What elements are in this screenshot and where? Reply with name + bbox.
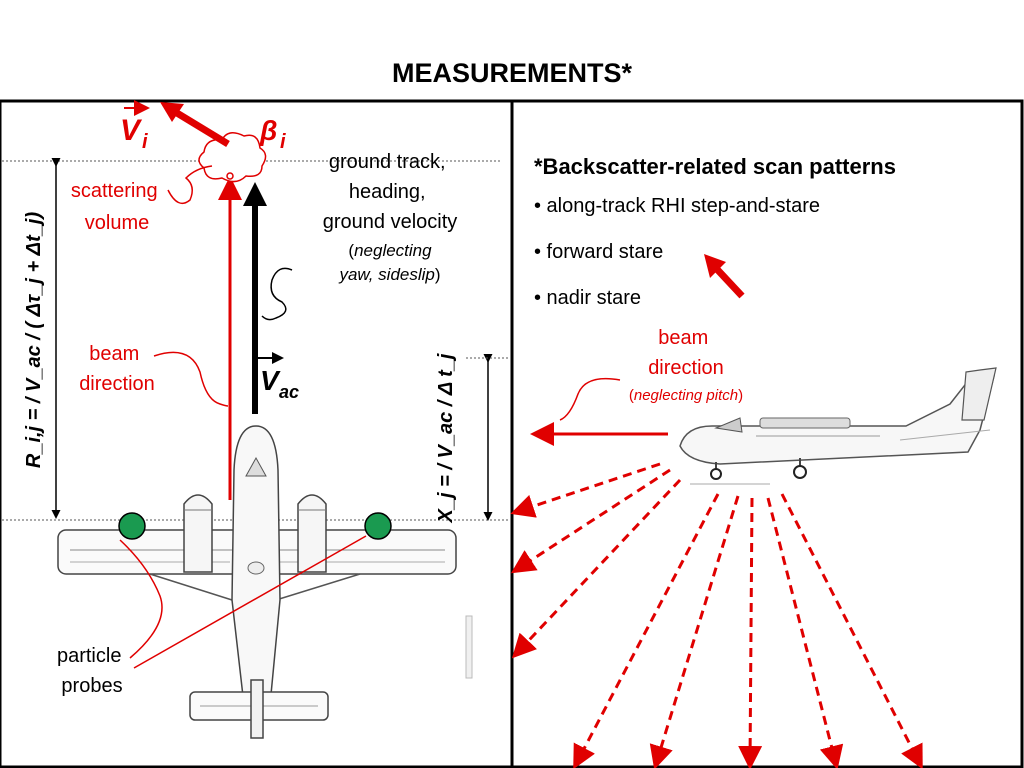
neglecting-pitch-label: (neglecting pitch) (629, 387, 743, 404)
neglecting-label: (neglecting (348, 241, 432, 260)
scattering-volume-label: scattering volume (71, 180, 163, 234)
scattering-leader-line (167, 165, 213, 205)
vac-label: V ac (258, 352, 299, 402)
ground-track-leader-line (261, 267, 293, 321)
particle-probes-label: particle probes (57, 645, 127, 697)
beam-direction-label: beam direction (79, 343, 155, 395)
slide-title: MEASUREMENTS* (391, 58, 633, 88)
svg-text:β: β (259, 115, 277, 146)
right-beam-direction-label: beam direction (648, 327, 724, 379)
scan-beams (510, 462, 923, 768)
probe-leader-right (133, 535, 367, 669)
right-particle-probe (364, 512, 392, 540)
left-particle-probe (118, 512, 146, 540)
svg-text:ac: ac (279, 382, 299, 402)
vi-arrow-head (160, 102, 184, 122)
scattering-volume-cloud (198, 132, 267, 183)
svg-text:i: i (142, 131, 148, 153)
bullet-rhi: • along-track RHI step-and-stare (534, 195, 821, 217)
scattering-point (226, 172, 234, 180)
beam-leader-line (153, 351, 229, 407)
bullet-forward-stare: • forward stare (534, 241, 664, 263)
aircraft-side-view (679, 367, 997, 485)
vac-arrow-head (243, 182, 267, 206)
svg-text:V: V (260, 365, 281, 396)
vi-label: V i (120, 100, 150, 153)
beta-label: β i (259, 115, 286, 153)
svg-text:i: i (280, 131, 286, 153)
probe-leader-left (119, 539, 163, 659)
vi-arrow-shaft (170, 107, 230, 147)
x-formula: X_j = / V_ac / Δ t_j (435, 353, 457, 523)
yaw-sideslip-label: yaw, sideslip) (338, 265, 440, 284)
forward-stare-arrow-head (704, 254, 726, 278)
ground-track-label: ground track, heading, ground velocity (323, 151, 458, 233)
scan-patterns-header: *Backscatter-related scan patterns (534, 154, 896, 179)
svg-text:V: V (120, 114, 143, 147)
forward-stare-arrow-shaft (711, 263, 745, 299)
scan-patterns-list: *Backscatter-related scan patterns • alo… (534, 156, 1014, 334)
range-formula: R_i,j = / V_ac / ( Δτ_j + Δt_j) (23, 212, 45, 469)
aircraft-top-view (57, 425, 473, 739)
bullet-nadir-stare: • nadir stare (534, 287, 642, 309)
right-beam-leader-line (559, 377, 621, 421)
